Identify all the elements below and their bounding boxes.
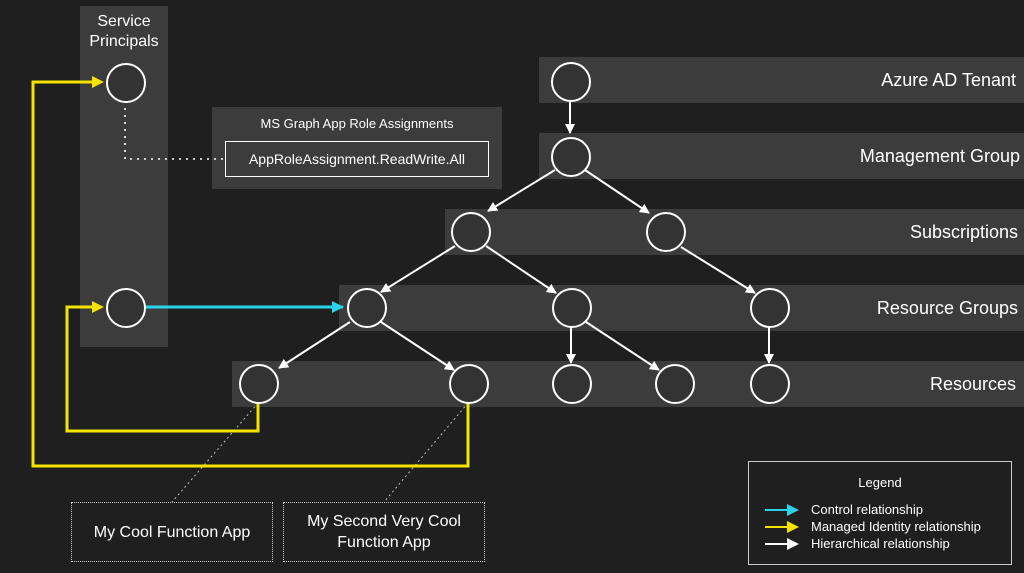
edge-mg-sub1 xyxy=(487,169,556,212)
legend-swatches xyxy=(765,504,799,550)
edge-rg1-res2 xyxy=(380,321,455,371)
legend-title: Legend xyxy=(858,475,902,490)
managed-identity-edges xyxy=(31,76,470,468)
band-resource-groups xyxy=(339,285,1024,331)
legend-item-control: Control relationship xyxy=(811,502,924,517)
link-res1-app1 xyxy=(171,402,259,503)
legend-item-managed-identity: Managed Identity relationship xyxy=(811,519,981,534)
edge-sub1-rg2 xyxy=(485,245,557,294)
app-links xyxy=(171,402,469,503)
link-sp1-permission xyxy=(124,101,225,160)
resource-node-1[interactable] xyxy=(239,364,279,404)
legend: Legend Control relationship Managed Iden… xyxy=(748,461,1012,565)
band-resources xyxy=(232,361,1024,407)
graph-app-role-panel xyxy=(212,107,502,189)
service-principals-title-line2: Principals xyxy=(89,33,159,50)
legend-item-hierarchical: Hierarchical relationship xyxy=(811,536,950,551)
legend-arrow-hierarchical xyxy=(765,538,799,550)
app-2-line2: Function App xyxy=(337,534,431,551)
resource-node-3[interactable] xyxy=(552,364,592,404)
app-2-line1: My Second Very Cool xyxy=(307,513,461,530)
edge-rg2-res4 xyxy=(585,321,660,371)
graph-permission-text: AppRoleAssignment.ReadWrite.All xyxy=(248,151,466,167)
edge-mg-sub2 xyxy=(584,169,650,214)
level-label-resource-groups: Resource Groups xyxy=(876,298,1018,318)
tenant-node[interactable] xyxy=(551,62,591,102)
hierarchical-edges xyxy=(278,101,774,371)
dotted-links xyxy=(124,101,225,160)
sp-node-2[interactable] xyxy=(106,288,146,328)
rg-node-3[interactable] xyxy=(750,288,790,328)
resource-node-4[interactable] xyxy=(655,364,695,404)
band-subscriptions xyxy=(445,209,1024,255)
mi-edge-res1-sp2 xyxy=(65,305,260,433)
graph-permission-box: AppRoleAssignment.ReadWrite.All xyxy=(225,141,489,177)
resource-node-2[interactable] xyxy=(449,364,489,404)
edge-sub1-rg1 xyxy=(380,245,456,293)
edge-rg1-res1 xyxy=(278,321,351,369)
sp-node-1[interactable] xyxy=(106,63,146,103)
subscription-node-2[interactable] xyxy=(646,212,686,252)
link-res2-app2 xyxy=(383,402,469,503)
mi-arrowhead-sp2 xyxy=(92,301,104,313)
mi-edge-res2-sp1 xyxy=(31,80,470,468)
mg-node[interactable] xyxy=(551,137,591,177)
rg-node-2[interactable] xyxy=(552,288,592,328)
edge-sub2-rg3 xyxy=(680,246,756,294)
level-label-subscriptions: Subscriptions xyxy=(909,222,1018,242)
band-tenant xyxy=(539,57,1024,103)
app-box-2[interactable]: My Second Very Cool Function App xyxy=(283,502,485,562)
band-management-group xyxy=(539,133,1024,179)
level-label-management-group: Management Group xyxy=(859,146,1020,166)
app-box-1[interactable]: My Cool Function App xyxy=(71,502,273,562)
legend-arrow-managed-identity xyxy=(765,521,799,533)
graph-app-role-title: MS Graph App Role Assignments xyxy=(260,116,454,131)
legend-arrow-control xyxy=(765,504,799,516)
level-label-resources: Resources xyxy=(929,374,1016,394)
app-1-line1: My Cool Function App xyxy=(93,523,251,541)
level-label-tenant: Azure AD Tenant xyxy=(881,70,1016,90)
subscription-node-1[interactable] xyxy=(451,212,491,252)
service-principals-title-line1: Service xyxy=(97,13,151,30)
resource-node-5[interactable] xyxy=(750,364,790,404)
service-principals-title: Service Principals xyxy=(80,12,168,52)
rg-node-1[interactable] xyxy=(347,288,387,328)
mi-arrowhead-sp1 xyxy=(92,76,104,88)
